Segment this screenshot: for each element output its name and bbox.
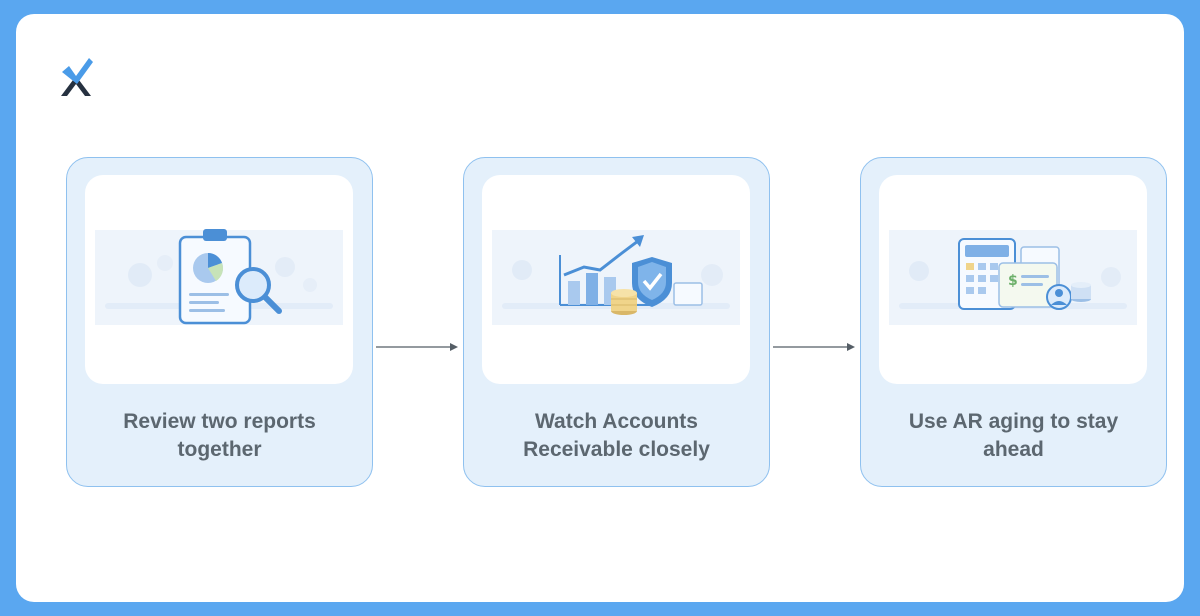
step-card-watch-ar: Watch Accounts Receivable closely — [463, 157, 770, 487]
step-card-ar-aging: $ Use AR aging to stay ahead — [860, 157, 1167, 487]
arrow-right-icon — [773, 343, 855, 351]
arrow-right-icon — [376, 343, 458, 351]
svg-text:$: $ — [1008, 273, 1018, 289]
clipboard-pie-chart-magnifier-icon — [95, 229, 343, 325]
step-illustration: $ — [879, 175, 1147, 384]
step-label: Use AR aging to stay ahead — [908, 410, 1119, 461]
step-illustration — [85, 175, 353, 384]
step-illustration — [482, 175, 750, 384]
calculator-invoice-customer-icon: $ — [889, 230, 1137, 325]
step-card-review-reports: Review two reports together — [66, 157, 373, 487]
step-label: Review two reports together — [123, 410, 316, 461]
x-checkmark-logo-icon — [61, 58, 93, 96]
growth-chart-shield-coins-icon — [492, 230, 740, 325]
flow-diagram-panel: Review two reports together — [16, 14, 1184, 602]
step-label: Watch Accounts Receivable closely — [523, 410, 710, 461]
